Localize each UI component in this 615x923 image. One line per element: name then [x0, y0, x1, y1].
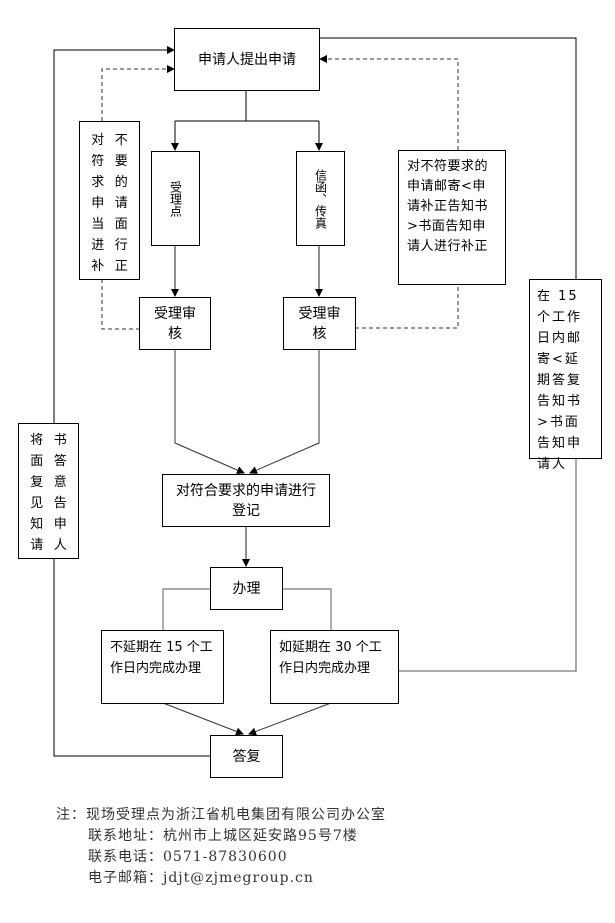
node-apply-label: 申请人提出申请 — [198, 51, 296, 68]
note-left-correction: 对符求申当进补 不要的请面行正 — [79, 121, 140, 280]
note-char: 要 — [114, 154, 128, 169]
note-char: 正 — [114, 259, 128, 274]
node-reply: 答复 — [210, 735, 283, 778]
note-char: 对 — [91, 133, 105, 148]
note-char: 申 — [53, 517, 67, 532]
connector-apply-split — [171, 90, 323, 151]
node-handle-label: 办理 — [232, 580, 261, 597]
node-onsite: 受理点 — [151, 151, 200, 246]
footer-email: 电子邮箱：jdjt@zjmegroup.cn — [88, 870, 314, 886]
connector-review-register — [174, 349, 320, 474]
node-extension-label: 如延期在 30 个工作日内完成办理 — [279, 640, 382, 676]
footer-address: 联系地址：杭州市上城区延安路95号7楼 — [88, 828, 358, 844]
connector-reply-loop — [53, 46, 211, 757]
note-char: 符 — [91, 154, 105, 169]
footer-note: 注：现场受理点为浙江省机电集团有限公司办公室 联系地址：杭州市上城区延安路95号… — [56, 805, 386, 889]
note-char: 面 — [30, 454, 44, 469]
node-reply-label: 答复 — [232, 748, 261, 765]
note-char: 行 — [114, 238, 128, 253]
node-review-left: 受理审核 — [139, 297, 211, 350]
note-char: 进 — [91, 238, 105, 253]
note-char: 求 — [91, 175, 105, 190]
note-char: 面 — [114, 217, 128, 232]
note-left-correction-col1: 对符求申当进补 — [91, 130, 104, 277]
connector-branches-reply — [162, 702, 332, 736]
note-char: 的 — [114, 175, 128, 190]
node-review-left-label: 受理审核 — [154, 305, 196, 342]
connector-correction-right — [319, 55, 459, 329]
note-char: 复 — [30, 475, 44, 490]
note-char: 当 — [91, 217, 105, 232]
node-apply: 申请人提出申请 — [174, 28, 320, 91]
note-char: 告 — [53, 496, 67, 511]
note-char: 人 — [53, 538, 67, 553]
note-char: 见 — [30, 496, 44, 511]
node-mail-fax-label: 信函、传真 — [313, 168, 328, 229]
note-right-correction-label: 对不符要求的申请邮寄<申请补正告知书>书面告知申请人进行补正 — [407, 159, 489, 254]
footer-note-line: 注：现场受理点为浙江省机电集团有限公司办公室 — [56, 807, 386, 823]
footer-phone: 联系电话：0571-87830600 — [88, 849, 288, 865]
note-char: 补 — [91, 259, 105, 274]
note-right-correction: 对不符要求的申请邮寄<申请补正告知书>书面告知申请人进行补正 — [398, 150, 506, 285]
note-reply-col2: 书答意告申人 — [54, 430, 67, 556]
note-char: 请 — [114, 196, 128, 211]
node-mail-fax: 信函、传真 — [296, 151, 345, 246]
note-char: 书 — [53, 433, 67, 448]
node-no-extension: 不延期在 15 个工作日内完成办理 — [101, 630, 224, 704]
note-extension: 在 15 个工作日内邮寄<延期答复告知书>书面告知申请人 — [529, 279, 602, 472]
connector-correction-left — [101, 65, 175, 330]
node-handle: 办理 — [210, 567, 283, 610]
connector-extension-loop — [398, 458, 577, 672]
note-char: 意 — [53, 475, 67, 490]
node-review-right-label: 受理审核 — [298, 305, 341, 342]
connector-to-review — [171, 245, 323, 297]
note-char: 申 — [91, 196, 105, 211]
note-char: 不 — [114, 133, 128, 148]
note-reply-col1: 将面复见知请 — [30, 430, 43, 556]
node-extension: 如延期在 30 个工作日内完成办理 — [270, 630, 399, 704]
note-char: 知 — [30, 517, 44, 532]
node-no-extension-label: 不延期在 15 个工作日内完成办理 — [110, 640, 213, 676]
connector-handle-branches — [162, 588, 332, 630]
note-left-correction-col2: 不要的请面行正 — [115, 130, 128, 277]
note-extension-label: 在 15 个工作日内邮寄<延期答复告知书>书面告知申请人 — [537, 289, 583, 472]
node-onsite-label: 受理点 — [168, 180, 183, 217]
note-char: 答 — [53, 454, 67, 469]
node-review-right: 受理审核 — [283, 297, 356, 350]
node-register: 对符合要求的申请进行登记 — [162, 474, 330, 527]
node-register-label: 对符合要求的申请进行登记 — [176, 482, 316, 519]
note-char: 请 — [30, 538, 44, 553]
note-char: 将 — [30, 433, 44, 448]
note-reply: 将面复见知请 书答意告申人 — [18, 423, 79, 559]
